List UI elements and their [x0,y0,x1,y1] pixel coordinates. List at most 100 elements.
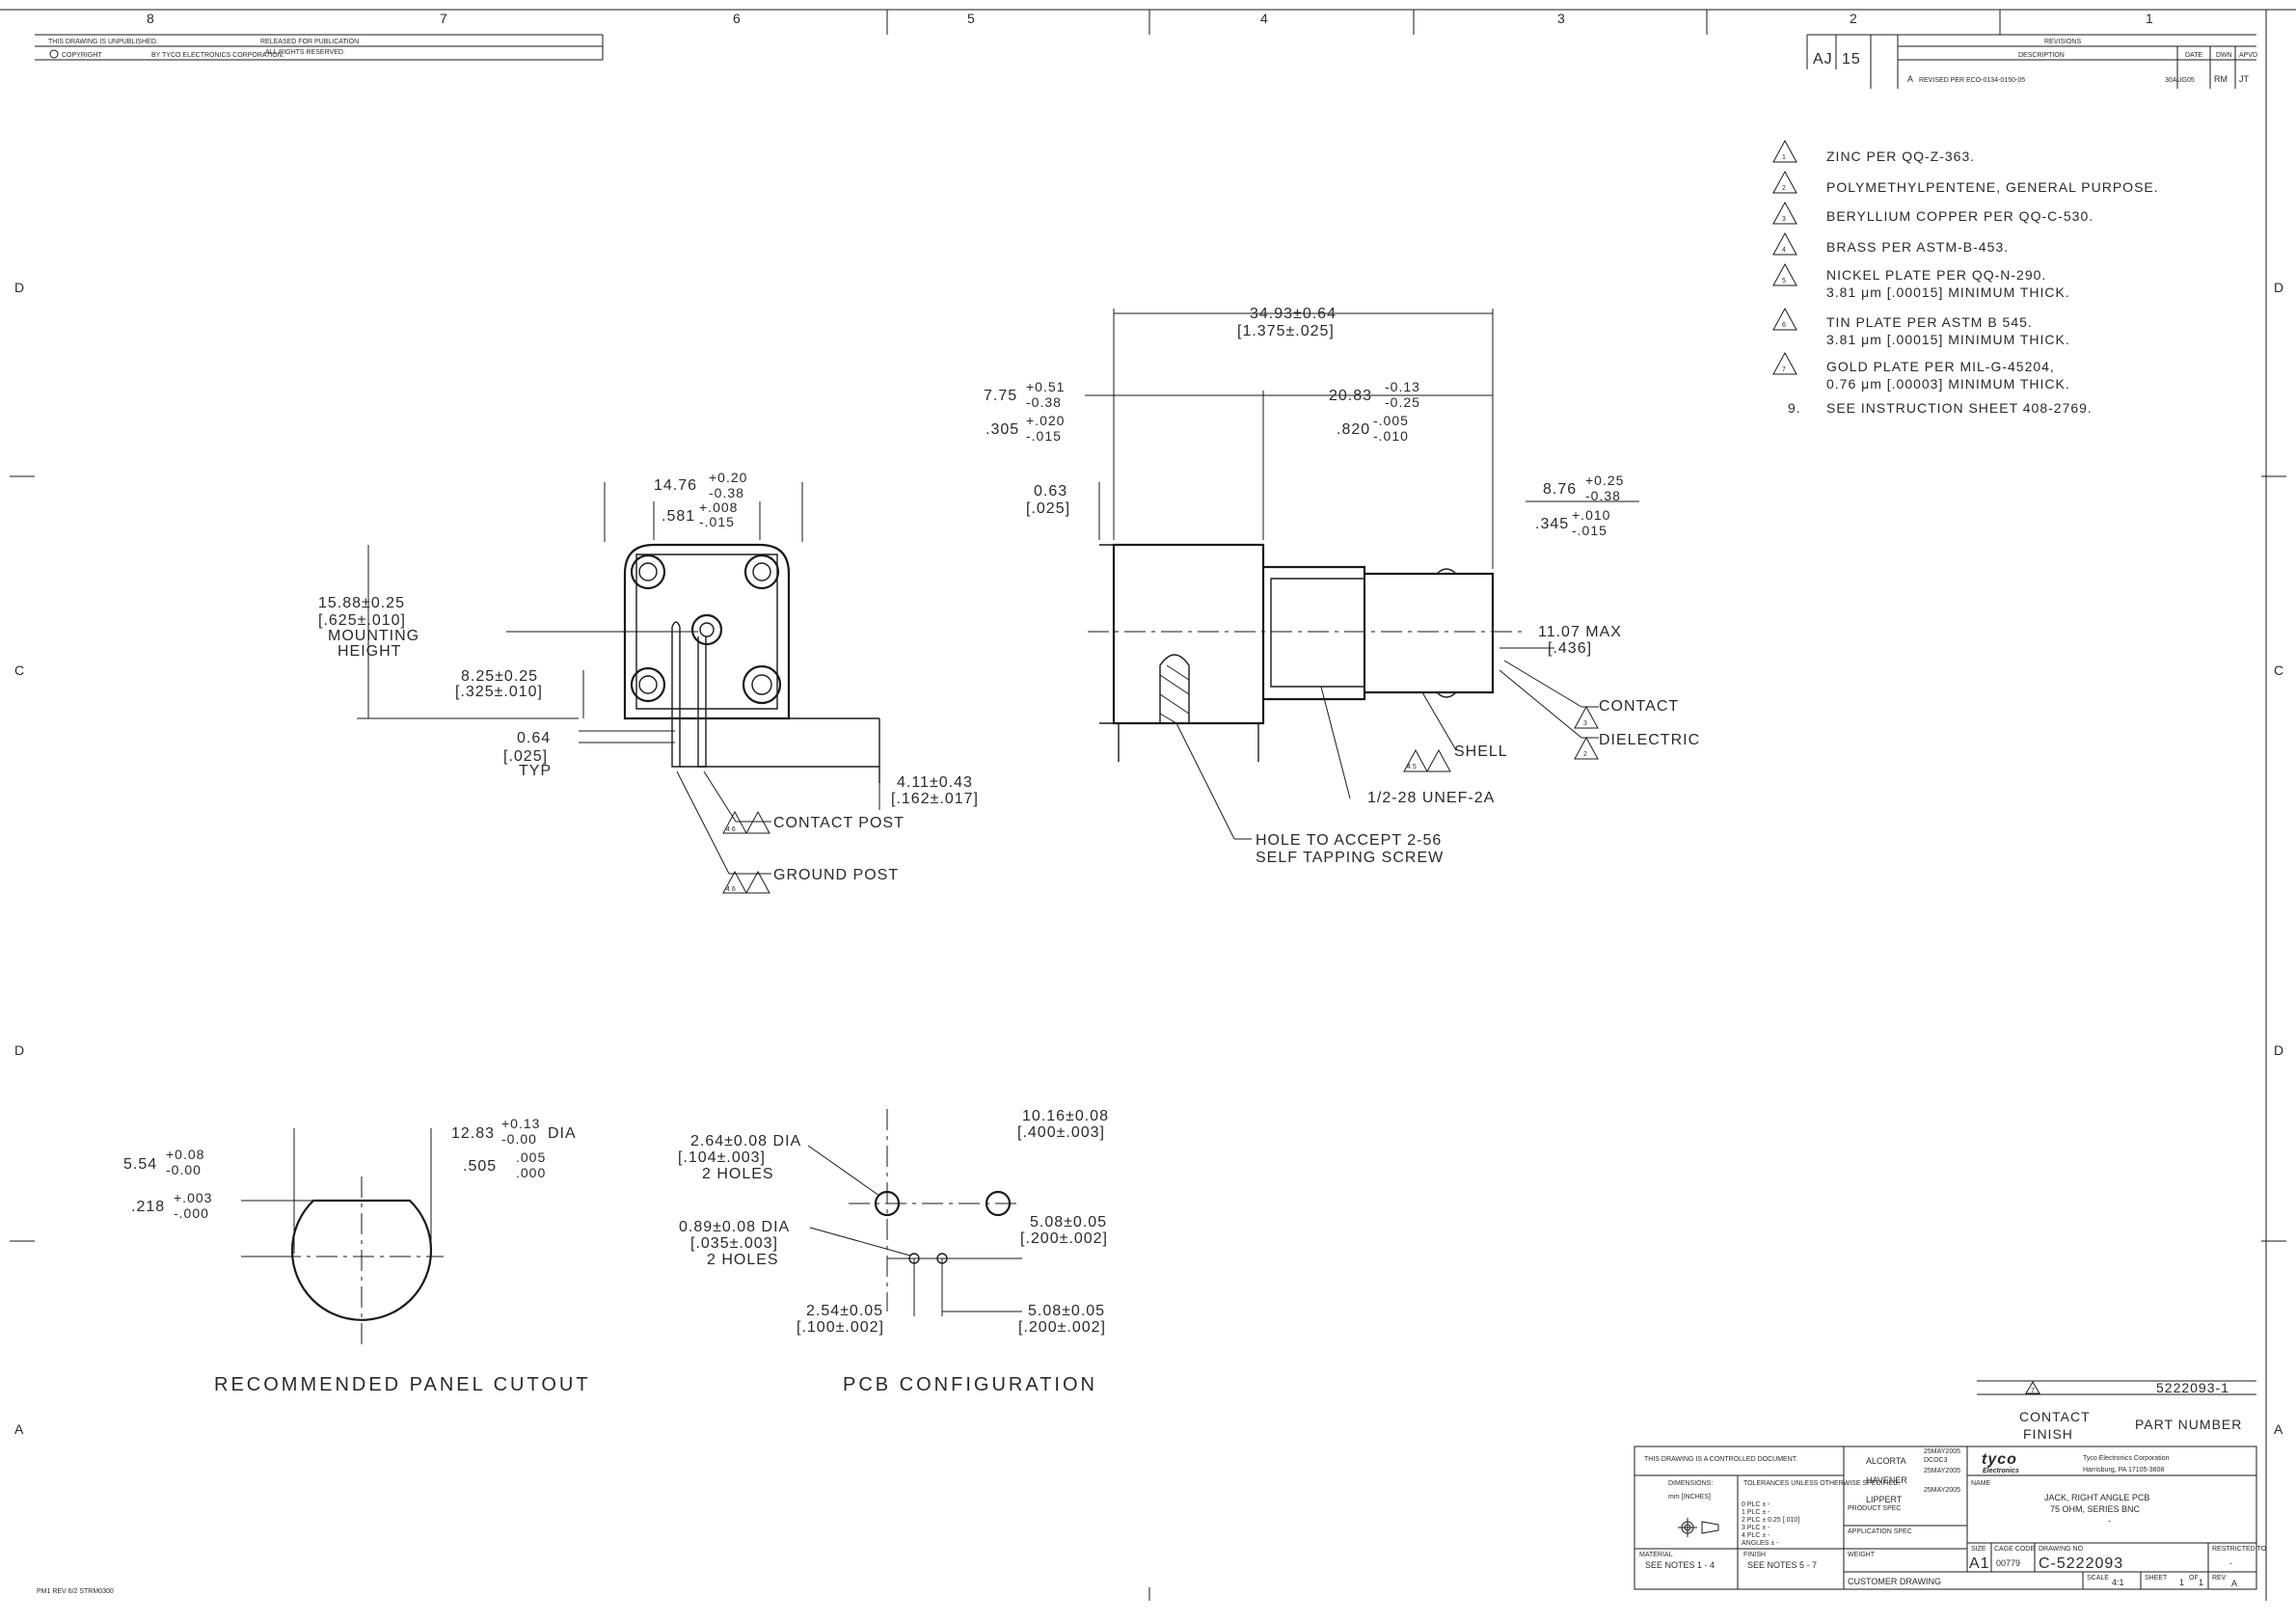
side-d-minus: -0.38 [1585,488,1621,503]
side-a-minus: -0.38 [1026,394,1062,410]
contact-finish-label: CONTACT [2019,1409,2091,1424]
part-number-label: PART NUMBER [2135,1417,2242,1432]
pcb-small-hole-in: [.035±.003] [690,1235,778,1252]
note-text: NICKEL PLATE PER QQ-N-290. [1826,267,2046,283]
note-text-line2: 0.76 μm [.00003] MINIMUM THICK. [1826,376,2070,392]
zone-row-d2: D [14,1042,25,1058]
side-overall-mm: 34.93±0.64 [1250,306,1337,322]
side-b-in-minus: -.010 [1373,428,1409,444]
pcb-configuration-title: PCB CONFIGURATION [843,1374,1097,1395]
front-width-in-minus: -.015 [699,514,735,529]
projection-icon [1678,1518,1719,1537]
cutout-dia-minus: -0.00 [501,1131,537,1147]
zone-col-6: 6 [733,11,742,26]
cutout-dia-mm: 12.83 [451,1125,495,1142]
hole-leader [1175,722,1235,840]
dielectric-leader [1499,669,1582,739]
corp-name: Tyco Electronics Corporation [2083,1455,2170,1462]
front-width-in-plus: +.008 [699,500,738,515]
note-9: 9. SEE INSTRUCTION SHEET 408-2769. [1788,400,2093,416]
part-name-line3: - [2108,1516,2111,1526]
cage-label: CAGE CODE [1994,1546,2035,1553]
front-view: 14.76 +0.20 -0.38 .581 +.008 -.015 15.88… [318,470,978,894]
pcb-spacing3-in: [.100±.002] [797,1319,884,1336]
control-doc-label: THIS DRAWING IS A CONTROLLED DOCUMENT. [1644,1456,1797,1463]
size-value: A1 [1969,1555,1990,1572]
material-value: SEE NOTES 1 - 4 [1645,1560,1715,1570]
side-view: 34.93±0.64 [1.375±.025] 7.75 +0.51 -0.38… [984,306,1699,866]
part-name-line1: JACK, RIGHT ANGLE PCB [2044,1493,2149,1502]
contact-flag-icon [1574,705,1599,729]
front-post-typ: TYP [519,763,552,779]
contact-leader [1503,660,1582,708]
mounting-hole [630,554,666,590]
header-block: THIS DRAWING IS UNPUBLISHED. RELEASED FO… [35,34,604,61]
note-text: GOLD PLATE PER MIL-G-45204, [1826,359,2055,374]
rev-letter-label: REV [2212,1575,2227,1581]
pcb-small-hole-qty: 2 HOLES [707,1252,779,1268]
cutout-flat-minus: -0.00 [166,1162,202,1177]
rev-loc: AJ [1813,51,1833,68]
contact-post-leader [703,770,737,823]
pcb-large-hole [985,1190,1012,1217]
chk-name: HAVENER [1866,1475,1907,1485]
front-length-mm: 4.11±0.43 [897,774,973,791]
cutout-flat-mm: 5.54 [123,1156,157,1173]
ground-post-leader [676,770,730,875]
rev-desc-header: DESCRIPTION [2018,52,2065,59]
notes-list: 1 ZINC PER QQ-Z-363. 2 POLYMETHYLPENTENE… [1772,139,2159,416]
note-text: TIN PLATE PER ASTM B 545. [1826,314,2033,330]
pcb-configuration: 2.64±0.08 DIA [.104±.003] 2 HOLES 0.89±0… [678,1108,1108,1395]
note-7: 7 GOLD PLATE PER MIL-G-45204, 0.76 μm [.… [1772,351,2070,392]
pcb-spacing2-mm: 5.08±0.05 [1030,1214,1107,1230]
side-overall-in: [1.375±.025] [1237,323,1335,339]
note-4: 4 BRASS PER ASTM-B-453. [1772,231,2008,256]
zone-row-a-right: A [2274,1421,2283,1437]
note-number: 3 [1782,216,1786,223]
dimensions-label: DIMENSIONS: [1668,1480,1713,1487]
appvd-name: LIPPERT [1866,1495,1903,1504]
units-label: mm [INCHES] [1668,1494,1711,1500]
note-number: 2 [1782,185,1786,192]
contact-post [697,636,707,768]
part-number: 5222093-1 [2156,1380,2229,1395]
bayonet-stud [1436,691,1457,698]
side-c-mm: 0.63 [1034,483,1067,500]
side-a-in-minus: -.015 [1026,428,1062,444]
note-flag-icon [1772,201,1797,225]
note-text: SEE INSTRUCTION SHEET 408-2769. [1826,400,2093,416]
shell-leader [1421,691,1457,751]
side-max-mm: 11.07 MAX [1538,624,1622,640]
hole-hatch [1159,664,1190,724]
cutout-dia-in-minus: .000 [516,1165,546,1180]
note-text: POLYMETHYLPENTENE, GENERAL PURPOSE. [1826,179,2159,195]
tol-line-0: 0 PLC ± - [1742,1501,1770,1508]
note-flag-icon [1772,262,1797,286]
application-spec-label: APPLICATION SPEC [1848,1528,1912,1535]
cutout-outline [290,1199,433,1321]
rev-dwn-header: DWN [2216,52,2232,59]
note-text: ZINC PER QQ-Z-363. [1826,149,1975,164]
part-flag: 7 [2031,1388,2035,1394]
side-b-minus: -0.25 [1385,394,1420,410]
panel-cutout: 12.83 +0.13 -0.00 DIA .505 .005 .000 5.5… [123,1116,588,1395]
zone-row-a: A [14,1421,24,1437]
rev-description: REVISED PER ECO-0134-0150-05 [1919,77,2025,84]
rev-dwn: RM [2214,74,2228,84]
dwg-label: DRAWING NO [2039,1546,2084,1553]
pcb-small-hole-mm: 0.89±0.08 DIA [679,1219,790,1235]
hole-label-line2: SELF TAPPING SCREW [1256,850,1444,866]
docs-label: DCOC3 [1924,1457,1948,1464]
scale-value: 4:1 [2112,1578,2124,1587]
side-a-plus: +0.51 [1026,379,1065,394]
small-hole-leader [809,1227,911,1257]
mounting-hole-inner [751,674,772,695]
name-label: NAME [1971,1480,1991,1487]
note-number: 6 [1782,322,1786,329]
side-a-mm: 7.75 [984,388,1017,404]
corp-address: Harrisburg, PA 17105-3608 [2083,1467,2164,1473]
ground-post-flags-icon [722,870,770,894]
mounting-hole-inner [638,562,658,581]
product-spec-label: PRODUCT SPEC [1848,1505,1902,1512]
pcb-spacing4-mm: 5.08±0.05 [1028,1303,1105,1319]
